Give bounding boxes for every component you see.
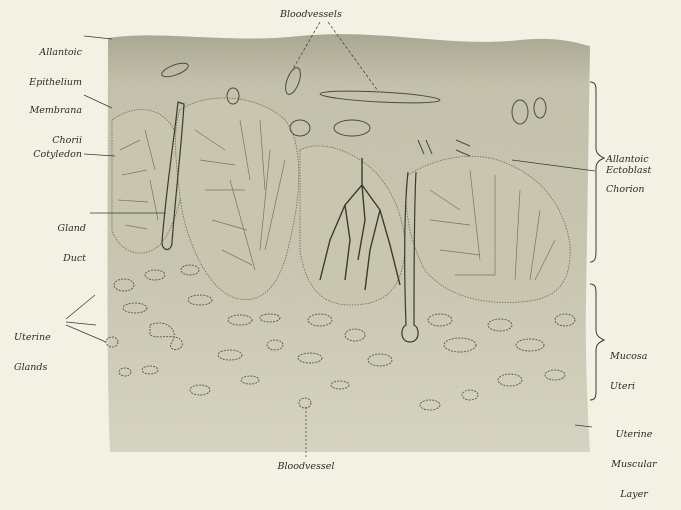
label-ectoblast: Ectoblast	[606, 166, 651, 176]
label-uterine-glands: Uterine Glands	[14, 313, 51, 383]
label-membrana-chorii: Membrana Chorii	[4, 86, 82, 156]
label-mucosa-uteri: Mucosa Uteri	[610, 332, 647, 402]
histology-diagram	[0, 0, 681, 484]
right-brackets	[590, 82, 604, 400]
label-bloodvessels-top: Bloodvessels	[280, 10, 342, 20]
label-gland-duct: Gland Duct	[4, 204, 86, 274]
label-uterine-muscular-layer: Uterine Muscular Layer	[596, 410, 672, 510]
label-cotyledon: Cotyledon	[4, 150, 82, 160]
label-bloodvessel-bottom: Bloodvessel	[270, 462, 342, 472]
